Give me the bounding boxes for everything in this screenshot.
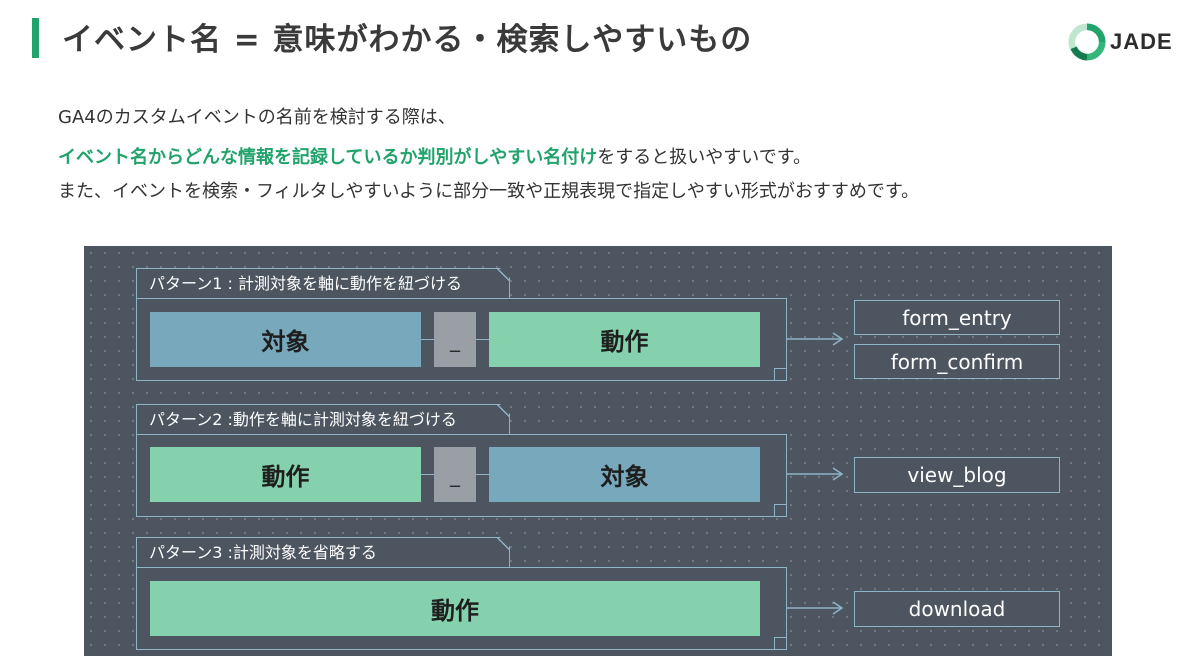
frame-corner <box>774 504 786 516</box>
intro-line-1: GA4のカスタムイベントの名前を検討する際は、 <box>58 107 456 128</box>
pattern-1-separator: _ <box>434 312 476 367</box>
connector-line <box>476 339 489 340</box>
page-title: イベント名 = 意味がわかる・検索しやすいもの <box>62 22 753 58</box>
pattern-3-tab: パターン3 :計測対象を省略する <box>136 537 510 567</box>
naming-pattern-diagram: パターン1 : 計測対象を軸に動作を紐づける 対象 _ 動作 form_entr… <box>84 246 1112 656</box>
pattern-2-action-block: 動作 <box>150 447 421 502</box>
pattern-1-arrow-icon <box>787 332 844 346</box>
pattern-1-action-block: 動作 <box>489 312 760 367</box>
pattern-2-object-block: 対象 <box>489 447 760 502</box>
connector-line <box>421 474 434 475</box>
output-form-entry: form_entry <box>854 300 1060 335</box>
pattern-3-arrow-icon <box>787 601 844 615</box>
pattern-1-tab: パターン1 : 計測対象を軸に動作を紐づける <box>136 268 510 298</box>
output-download: download <box>854 591 1060 627</box>
pattern-2-separator: _ <box>434 447 476 502</box>
intro-highlight: イベント名からどんな情報を記録しているか判別がしやすい名付け <box>58 147 598 168</box>
connector-line <box>476 474 489 475</box>
intro-line-2: イベント名からどんな情報を記録しているか判別がしやすい名付けをすると扱いやすいで… <box>58 143 811 169</box>
output-form-confirm: form_confirm <box>854 344 1060 379</box>
pattern-1-object-block: 対象 <box>150 312 421 367</box>
intro-line-3: また、イベントを検索・フィルタしやすいように部分一致や正規表現で指定しやすい形式… <box>58 181 920 202</box>
intro-line-2-rest: をすると扱いやすいです。 <box>597 147 811 168</box>
pattern-2-arrow-icon <box>787 467 844 481</box>
pattern-2-tab: パターン2 :動作を軸に計測対象を紐づける <box>136 404 510 434</box>
jade-logo-icon <box>1068 23 1106 61</box>
title-accent-bar <box>32 18 39 58</box>
connector-line <box>421 339 434 340</box>
logo-text: JADE <box>1110 29 1173 54</box>
frame-corner <box>774 368 786 380</box>
jade-logo: JADE <box>1068 22 1173 62</box>
output-view-blog: view_blog <box>854 457 1060 493</box>
pattern-3-action-block: 動作 <box>150 581 760 636</box>
frame-corner <box>774 637 786 649</box>
